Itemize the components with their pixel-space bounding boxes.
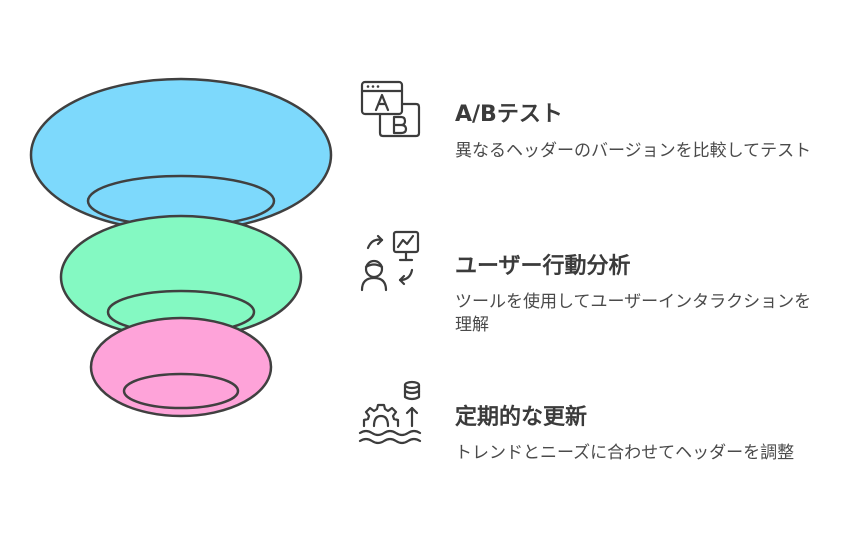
stage-1-description: 異なるヘッダーのバージョンを比較してテスト <box>455 141 812 161</box>
stage-2-description: ツールを使用してユーザーインタラクションを理解 <box>455 292 812 335</box>
stage-1-title: A/Bテスト <box>455 102 563 127</box>
funnel-ring-1 <box>29 77 333 233</box>
ab-test-window-icon <box>360 80 421 138</box>
stage-2-title: ユーザー行動分析 <box>455 254 631 279</box>
funnel-ring-3 <box>89 316 273 418</box>
funnel-diagram <box>29 77 333 418</box>
update-gear-database-icon <box>358 380 422 445</box>
stage-3-description: トレンドとニーズに合わせてヘッダーを調整 <box>455 443 795 463</box>
user-analytics-icon <box>360 230 420 292</box>
stage-3-title: 定期的な更新 <box>455 405 588 430</box>
